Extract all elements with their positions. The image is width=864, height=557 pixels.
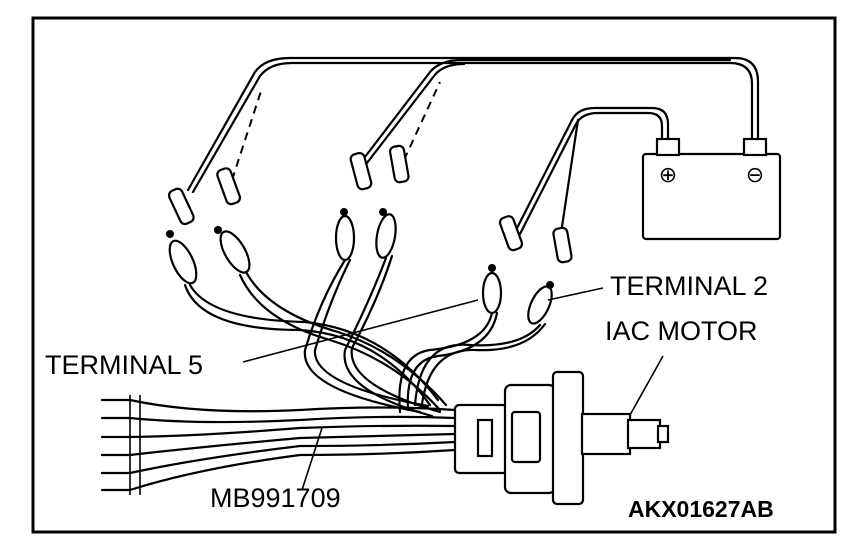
battery: ⊕ ⊖ <box>641 137 782 241</box>
label-tool-number: MB991709 <box>210 483 341 513</box>
harness-wires <box>183 254 547 418</box>
tool-harness-bundle <box>100 395 457 495</box>
label-terminal-2: TERMINAL 2 <box>610 271 768 301</box>
test-clips <box>166 144 573 325</box>
overhead-leads <box>186 56 760 242</box>
battery-positive-icon: ⊕ <box>659 163 677 188</box>
label-iac-motor: IAC MOTOR <box>605 316 758 346</box>
figure-frame <box>31 16 837 534</box>
iac-motor-assembly <box>453 370 670 506</box>
label-figure-code: AKX01627AB <box>628 496 774 522</box>
label-terminal-5: TERMINAL 5 <box>45 350 203 380</box>
leader-lines <box>242 287 664 491</box>
battery-negative-icon: ⊖ <box>746 163 764 188</box>
